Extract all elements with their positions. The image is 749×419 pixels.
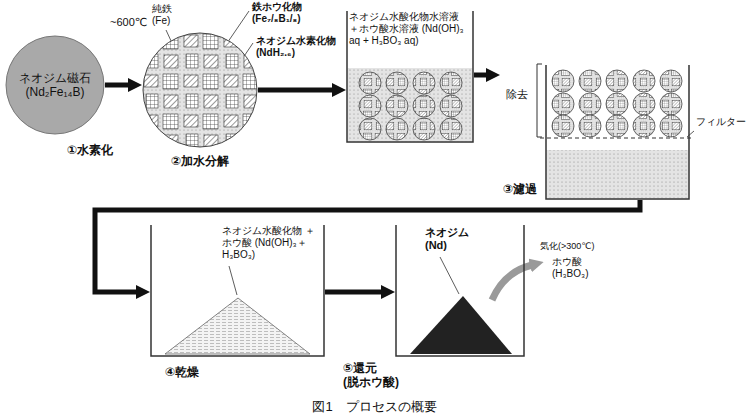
filter-beaker: ③濾過 [500,62,690,200]
particle [440,118,462,140]
neodymium-pile [410,296,512,354]
circle-shape [6,36,104,134]
filtrate-liquid [547,150,689,199]
particle [413,95,435,117]
step-label: ①水素化 [67,143,113,157]
particle [552,115,574,137]
particle [579,115,601,137]
particle [386,118,408,140]
leader-line [229,266,237,295]
filter-line [540,138,692,139]
callout-label: 除去 [506,88,528,101]
flow-arrow [95,200,640,292]
particle-group [359,72,462,140]
step-label: ④乾燥 [165,365,199,379]
temperature-label: ~600℃ [110,16,147,29]
beaker-wall [546,65,689,199]
particle [386,95,408,117]
removal-bracket [537,64,542,137]
callout-label: ホウ酸 (H₃BO₃) [552,256,588,280]
node-text: ネオジム磁石 (Nd₂Fe₁₄B) [5,35,105,135]
callout-label: ネオジム水素化物 (NdH₂.₆) [256,35,336,59]
particle [413,118,435,140]
callout-label: 気化(>300℃) [540,241,594,252]
particle [660,115,682,137]
flow-arrow [325,290,383,295]
flow-arrow [258,88,334,93]
beaker-wall [347,11,473,142]
particle [440,95,462,117]
flow-arrow [474,73,488,78]
beaker-wall [151,225,324,356]
beaker-outline [395,222,525,357]
beaker: ネオジム水酸化物 ＋ホウ酸 (Nd(OH)₃＋H₃BO₃)④乾燥 [150,222,325,357]
particle [579,93,601,115]
particle [606,93,628,115]
particle [633,70,655,92]
magnet-circle: ネオジム磁石 (Nd₂Fe₁₄B)①水素化 [5,35,105,135]
flow-arrow [105,83,130,88]
particle [552,70,574,92]
leader-lines [166,11,694,295]
beaker: ネオジム水酸化物水溶液 ＋ホウ酸水溶液 (Nd(OH)₃ aq + H₃BO₃ … [346,8,474,143]
particle [359,72,381,94]
callout-label: 鉄ホウ化物 (Fe₇/₈B₁/₈) [252,1,302,25]
particle [359,118,381,140]
particle [633,93,655,115]
callout-label: 純鉄 (Fe) [152,3,172,27]
vapor-arrow [492,265,532,300]
particle [440,72,462,94]
dried-powder-pile [165,298,310,354]
figure-caption: 図1 プロセスの概要 [0,399,749,415]
circle-shape [143,33,257,147]
particle [359,95,381,117]
hydrided-particle: ②加水分解 [142,32,258,148]
leader-line [687,131,694,137]
particle [552,93,574,115]
node-text: ネオジム水酸化物水溶液 ＋ホウ酸水溶液 (Nd(OH)₃ aq + H₃BO₃ … [349,11,471,47]
node-text: ネオジム (Nd) [425,226,469,252]
step-label: ③濾過 [503,182,537,196]
beaker-wall [396,225,524,356]
particle [660,93,682,115]
circle-outline [142,32,258,148]
leader-line [440,257,459,294]
particle [606,115,628,137]
step-label: ⑤還元 (脱ホウ酸) [343,361,399,390]
solution-liquid [348,68,473,142]
callout-label: フィルター [696,116,746,127]
particle [413,72,435,94]
node-text: ネオジム水酸化物 ＋ホウ酸 (Nd(OH)₃＋H₃BO₃) [222,225,322,261]
particle [660,70,682,92]
particle [579,70,601,92]
particle [386,72,408,94]
beaker: ネオジム (Nd)⑤還元 (脱ホウ酸) [395,222,525,357]
particle-group [552,70,682,137]
particle [633,115,655,137]
particle [606,70,628,92]
step-label: ②加水分解 [142,154,258,168]
beaker-outline [500,62,690,200]
